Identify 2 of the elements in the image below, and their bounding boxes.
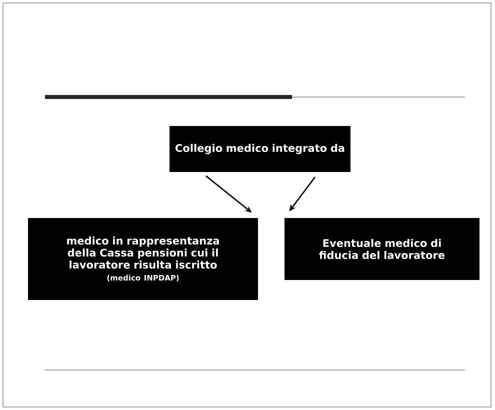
text-box: Collegio medico integrato da [170,126,350,172]
text-box: Eventuale medico di fiducia del lavoratore [284,218,480,280]
